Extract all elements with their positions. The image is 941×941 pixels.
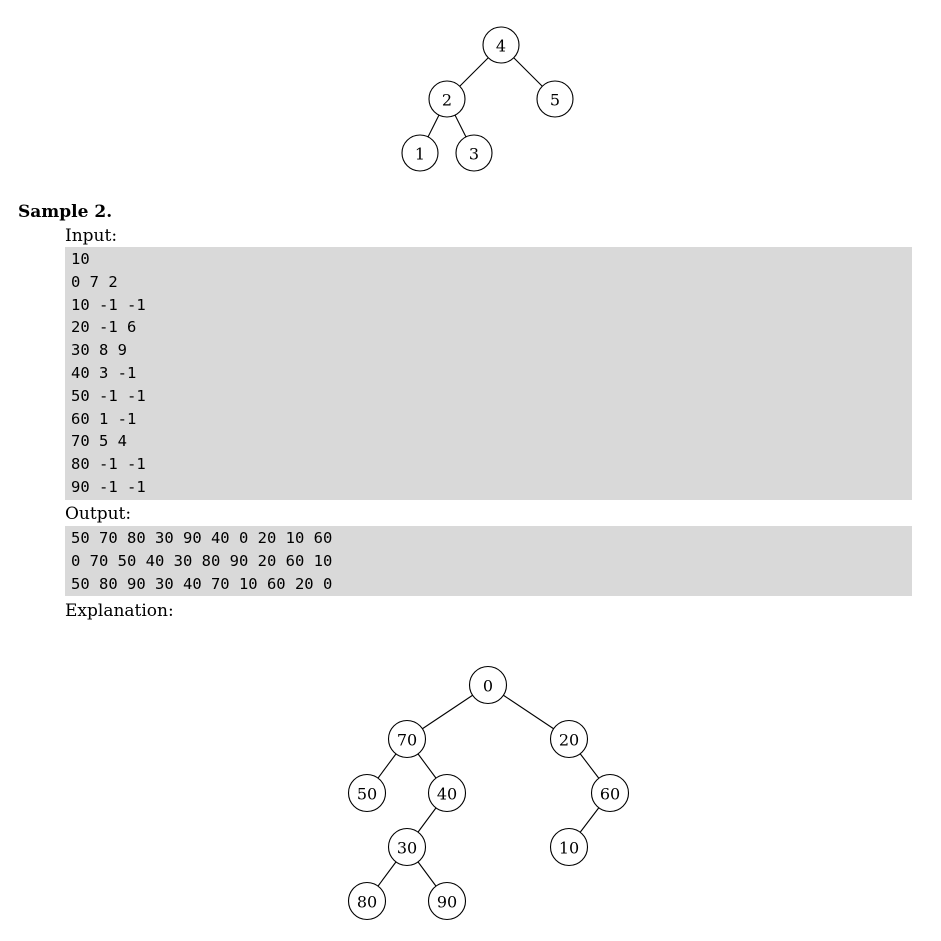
tree-node: 90 [427,881,467,921]
tree-diagram-top: 4 2 5 1 3 [401,26,574,172]
tree-node-label: 70 [397,731,417,750]
tree-node-circle [549,719,589,759]
output-line: 50 80 90 30 40 70 10 60 20 0 [71,574,333,593]
tree-node-label: 50 [357,785,377,804]
tree-node-circle [482,26,520,64]
tree-edge [377,753,397,779]
tree-node: 10 [549,827,589,867]
tree-edge [427,114,440,138]
tree-node-label: 10 [559,839,579,858]
tree-node-circle [347,881,387,921]
output-code-block: 50 70 80 30 90 40 0 20 10 60 0 70 50 40 3… [65,526,912,597]
input-line: 60 1 -1 [71,409,137,428]
tree-node: 30 [387,827,427,867]
tree-node-circle [536,80,574,118]
tree-edge [513,57,543,87]
tree-node-circle [468,665,508,705]
tree-node-label: 90 [437,893,457,912]
tree-node: 1 [401,134,439,172]
output-line: 50 70 80 30 90 40 0 20 10 60 [71,529,333,547]
input-line: 50 -1 -1 [71,386,146,405]
tree-node-circle [427,881,467,921]
tree-edge [417,807,437,833]
tree-node: 5 [536,80,574,118]
input-line: 20 -1 6 [71,318,137,337]
output-line: 0 70 50 40 30 80 90 20 60 10 [71,551,333,570]
tree-node-label: 2 [442,91,452,110]
input-line: 90 -1 -1 [71,477,146,496]
tree-node: 0 [468,665,508,705]
tree-edge [454,114,467,138]
sample-heading: Sample 2. [18,202,113,222]
input-code-block: 10 0 7 2 10 -1 -1 20 -1 6 30 8 9 40 3 -1 50 -1… [65,247,912,500]
tree-diagram-explanation: 0 70 20 50 40 60 30 10 80 90 [347,665,630,921]
input-label: Input: [65,226,118,246]
tree-node-circle [427,773,467,813]
tree-node-label: 0 [483,677,493,696]
tree-edge [579,753,600,779]
tree-node: 2 [428,80,466,118]
input-line: 40 3 -1 [71,363,137,382]
tree-node: 3 [455,134,493,172]
tree-node-circle [455,134,493,172]
input-line: 10 [71,250,90,268]
tree-node-circle [590,773,630,813]
tree-node: 20 [549,719,589,759]
tree-node-label: 4 [496,37,506,56]
tree-node-label: 60 [600,785,620,804]
tree-node-label: 3 [469,145,479,164]
tree-node-circle [347,773,387,813]
tree-node-label: 5 [550,91,560,110]
tree-edge [459,57,489,87]
tree-edge [579,807,600,833]
tree-node: 40 [427,773,467,813]
tree-node: 60 [590,773,630,813]
tree-edge [422,694,473,730]
tree-node: 50 [347,773,387,813]
tree-edge [417,753,437,779]
tree-node: 70 [387,719,427,759]
tree-node-label: 20 [559,731,579,750]
input-line: 10 -1 -1 [71,295,146,314]
input-line: 30 8 9 [71,341,127,360]
input-line: 0 7 2 [71,272,118,291]
tree-edge [377,861,397,887]
output-label: Output: [65,504,132,524]
tree-edge [417,861,437,887]
tree-node-circle [549,827,589,867]
tree-node-label: 80 [357,893,377,912]
tree-edge [503,694,554,730]
input-line: 80 -1 -1 [71,455,146,474]
tree-node-circle [387,827,427,867]
tree-node-label: 1 [415,145,425,164]
tree-node-label: 30 [397,839,417,858]
input-line: 70 5 4 [71,432,127,451]
tree-node: 4 [482,26,520,64]
tree-node-circle [387,719,427,759]
tree-node-circle [428,80,466,118]
tree-node-circle [401,134,439,172]
tree-node-label: 40 [437,785,457,804]
tree-node: 80 [347,881,387,921]
explanation-label: Explanation: [65,601,174,621]
